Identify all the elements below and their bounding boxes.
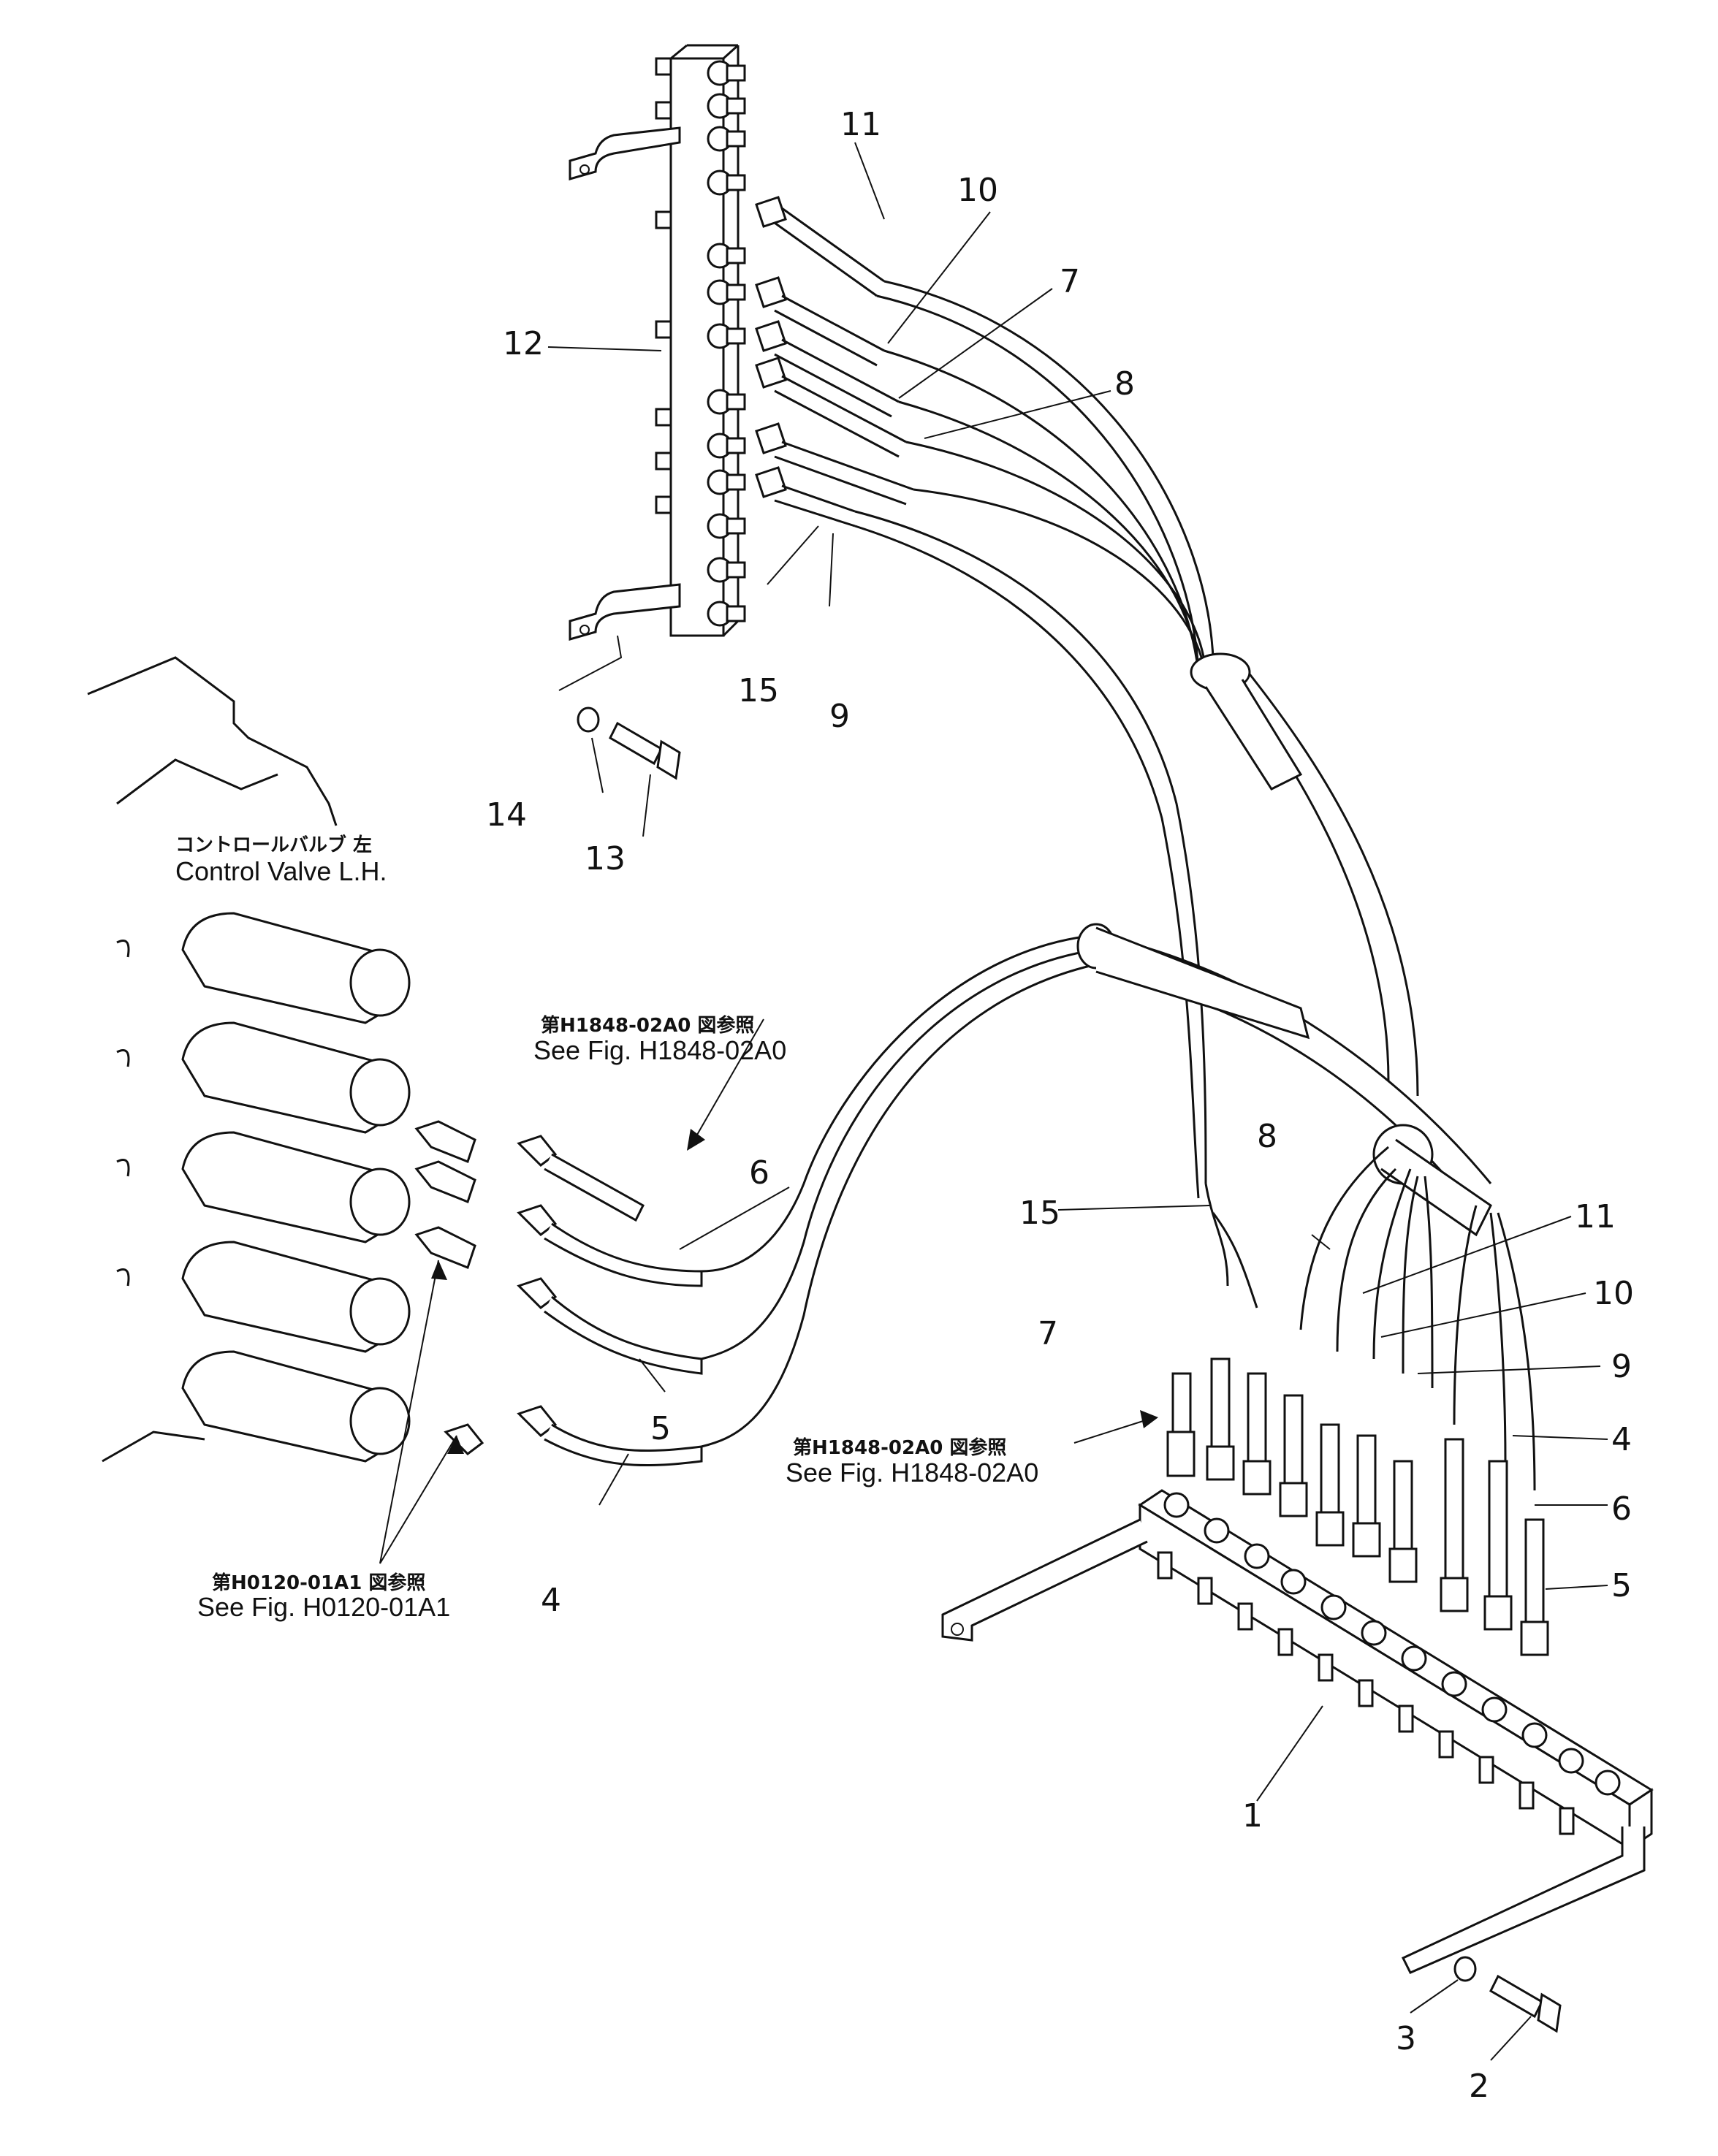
label-5-left: 5 <box>650 1410 671 1447</box>
ref-c-en: See Fig. H0120-01A1 <box>197 1592 450 1622</box>
ref-a-jp: 第H1848-02A0 図参照 <box>541 1014 754 1037</box>
valve-side-fittings <box>414 1120 703 1467</box>
label-15-right: 15 <box>1019 1195 1060 1232</box>
lower-hoses <box>1204 1146 1536 1491</box>
label-9-top: 9 <box>829 698 850 735</box>
control-valve-en: Control Valve L.H. <box>175 856 387 886</box>
label-2: 2 <box>1469 2068 1489 2105</box>
bottom-hose-fittings <box>1166 1357 1549 1656</box>
label-15-top: 15 <box>738 672 779 709</box>
label-7-right: 7 <box>1038 1315 1058 1352</box>
label-8-right: 8 <box>1257 1118 1277 1155</box>
top-manifold-block <box>558 44 746 691</box>
upper-hose-fittings <box>755 196 914 527</box>
notes: コントロールバルブ 左 Control Valve L.H. 第H1848-02… <box>175 834 1038 1622</box>
leader-lines <box>379 142 1608 2061</box>
bottom-manifold <box>941 1489 1654 1974</box>
ref-a-en: See Fig. H1848-02A0 <box>533 1035 786 1065</box>
arrowheads <box>431 1129 1158 1454</box>
label-11-right: 11 <box>1575 1198 1616 1235</box>
label-6-right: 6 <box>1611 1490 1632 1528</box>
label-1: 1 <box>1242 1797 1263 1835</box>
label-7-top: 7 <box>1060 263 1080 300</box>
label-4-right: 4 <box>1611 1421 1632 1458</box>
bottom-bolt-washer <box>1453 1956 1562 2033</box>
label-10-top: 10 <box>957 172 998 209</box>
ref-b-en: See Fig. H1848-02A0 <box>786 1458 1038 1488</box>
hose-wraps <box>1076 652 1492 1237</box>
label-8-top: 8 <box>1114 365 1135 403</box>
label-5-right: 5 <box>1611 1567 1632 1604</box>
control-valve <box>87 656 411 1463</box>
control-valve-jp: コントロールバルブ 左 <box>175 834 372 856</box>
top-bolt-washer <box>577 706 681 780</box>
ref-c-jp: 第H0120-01A1 図参照 <box>212 1572 425 1594</box>
label-4-left: 4 <box>541 1582 561 1619</box>
label-14: 14 <box>486 796 527 834</box>
label-10-right: 10 <box>1593 1275 1634 1312</box>
label-9-right: 9 <box>1611 1348 1632 1385</box>
label-11-top: 11 <box>840 106 881 143</box>
label-12: 12 <box>503 325 544 362</box>
label-6-left: 6 <box>749 1154 769 1192</box>
part-labels: 11 10 7 8 12 15 9 14 13 6 5 4 15 8 11 10… <box>486 106 1634 2105</box>
label-13: 13 <box>585 840 626 877</box>
ref-b-jp: 第H1848-02A0 図参照 <box>793 1436 1006 1459</box>
label-3: 3 <box>1396 2020 1416 2057</box>
hose-bundle <box>701 280 1492 1448</box>
